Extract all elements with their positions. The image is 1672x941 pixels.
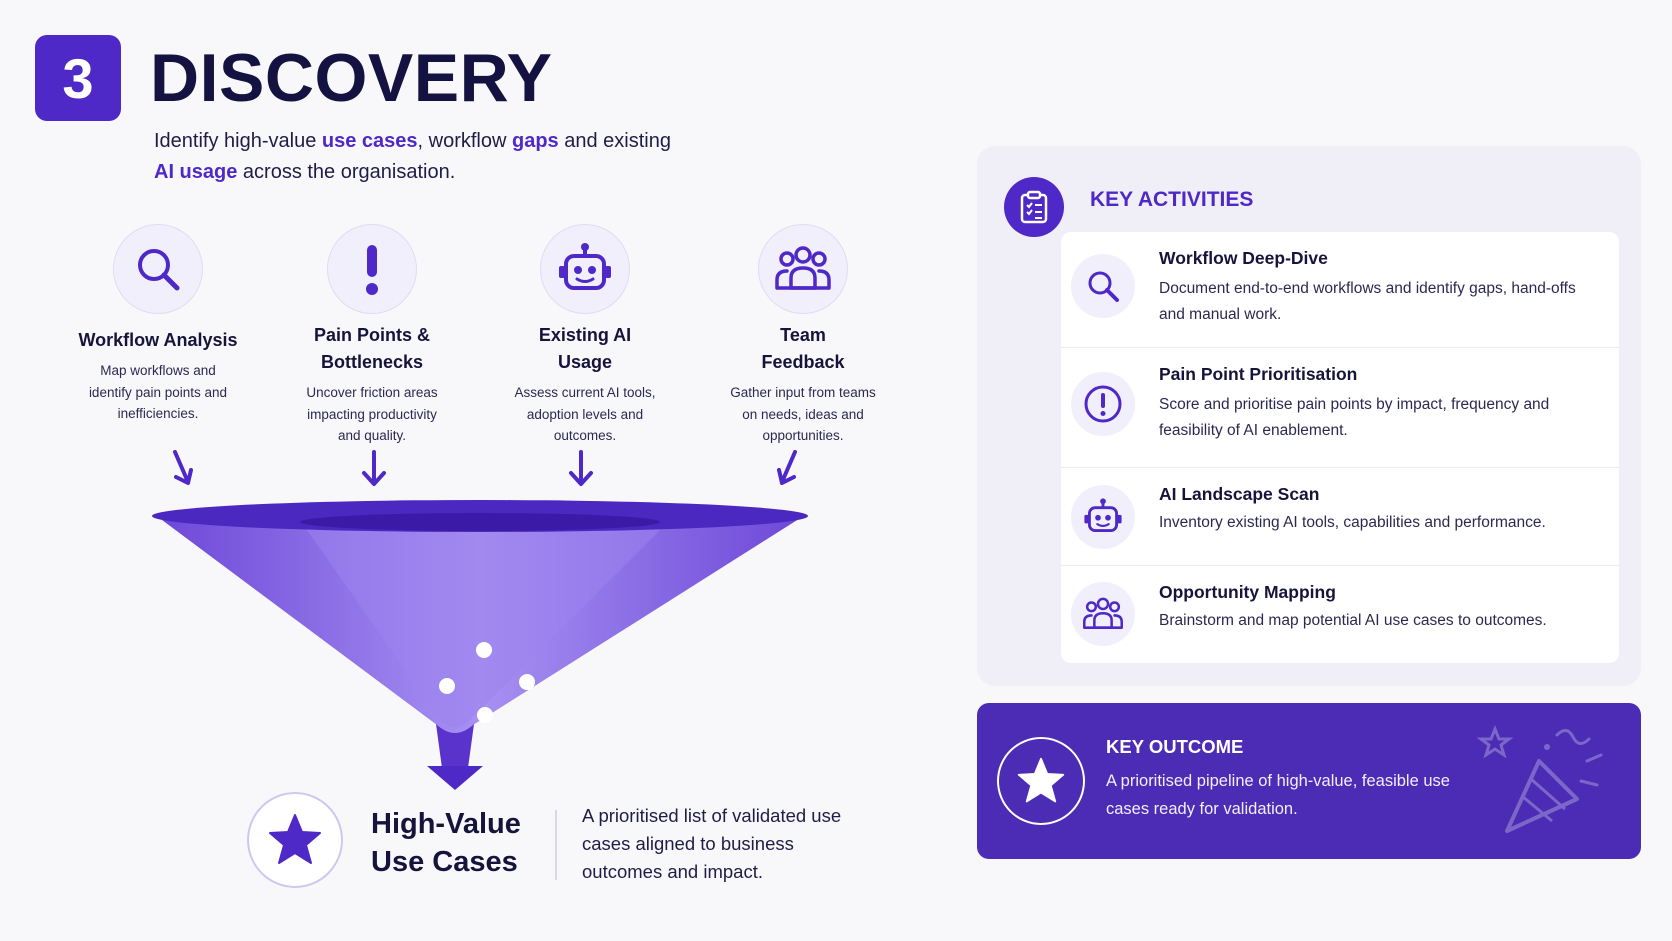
input-existing-ai-usage: Existing AI Usage Assess current AI tool… bbox=[490, 224, 680, 447]
activity-desc: Inventory existing AI tools, capabilitie… bbox=[1159, 514, 1546, 531]
robot-icon bbox=[1071, 485, 1135, 549]
input-desc: Gather input from teams on needs, ideas … bbox=[730, 385, 876, 443]
magnifier-icon bbox=[1071, 254, 1135, 318]
input-desc: Uncover friction areas impacting product… bbox=[306, 385, 438, 443]
team-icon bbox=[758, 224, 848, 314]
input-workflow-analysis: Workflow Analysis Map workflows and iden… bbox=[63, 224, 253, 425]
star-icon bbox=[997, 737, 1085, 825]
activity-item: Pain Point Prioritisation Score and prio… bbox=[1061, 348, 1619, 468]
activity-item: Workflow Deep-Dive Document end-to-end w… bbox=[1061, 232, 1619, 348]
input-pain-points: Pain Points & Bottlenecks Uncover fricti… bbox=[277, 224, 467, 447]
highlight-gaps: gaps bbox=[512, 130, 559, 152]
input-desc: Map workflows and identify pain points a… bbox=[88, 363, 228, 421]
input-title: Pain Points & Bottlenecks bbox=[313, 325, 430, 372]
step-number-badge: 3 bbox=[35, 35, 121, 121]
input-desc: Assess current AI tools, adoption levels… bbox=[514, 385, 656, 443]
exclamation-icon bbox=[327, 224, 417, 314]
activity-item: AI Landscape Scan Inventory existing AI … bbox=[1061, 468, 1619, 566]
key-outcome-heading: KEY OUTCOME bbox=[1106, 736, 1244, 757]
result-star-badge bbox=[247, 792, 343, 888]
activity-item: Opportunity Mapping Brainstorm and map p… bbox=[1061, 566, 1619, 663]
magnifier-icon bbox=[113, 224, 203, 314]
input-title: Existing AI Usage bbox=[538, 325, 632, 372]
team-icon bbox=[1071, 582, 1135, 646]
page-subtitle: Identify high-value use cases, workflow … bbox=[154, 130, 671, 183]
activity-title: AI Landscape Scan bbox=[1159, 484, 1320, 504]
highlight-ai-usage: AI usage bbox=[154, 161, 238, 183]
activity-desc: Brainstorm and map potential AI use case… bbox=[1159, 612, 1547, 629]
activity-desc: Score and prioritise pain points by impa… bbox=[1159, 396, 1550, 439]
page-title: DISCOVERY bbox=[150, 40, 553, 116]
input-team-feedback: Team Feedback Gather input from teams on… bbox=[708, 224, 898, 447]
activity-title: Pain Point Prioritisation bbox=[1159, 364, 1358, 384]
activity-desc: Document end-to-end workflows and identi… bbox=[1159, 280, 1576, 323]
key-outcome-desc: A prioritised pipeline of high-value, fe… bbox=[1106, 772, 1450, 818]
input-title: Team Feedback bbox=[761, 325, 845, 372]
arrow-down-icon bbox=[362, 450, 386, 486]
activity-title: Opportunity Mapping bbox=[1159, 582, 1336, 602]
highlight-use-cases: use cases bbox=[321, 130, 418, 152]
clipboard-icon bbox=[1004, 177, 1064, 237]
arrow-down-icon bbox=[569, 450, 593, 486]
funnel-graphic bbox=[152, 450, 808, 790]
key-outcome-card: KEY OUTCOME A prioritised pipeline of hi… bbox=[977, 703, 1641, 859]
arrow-down-icon bbox=[777, 450, 797, 485]
result-title: High-Value Use Cases bbox=[371, 808, 521, 878]
star-icon bbox=[269, 814, 321, 864]
exclamation-circle-icon bbox=[1071, 372, 1135, 436]
activity-title: Workflow Deep-Dive bbox=[1159, 248, 1328, 268]
result-divider bbox=[555, 810, 557, 880]
result-description: A prioritised list of validated use case… bbox=[582, 805, 842, 882]
input-title: Workflow Analysis bbox=[78, 330, 238, 350]
party-popper-icon bbox=[1477, 724, 1603, 833]
activities-list: Workflow Deep-Dive Document end-to-end w… bbox=[1061, 232, 1619, 663]
arrow-down-icon bbox=[173, 450, 193, 485]
robot-icon bbox=[540, 224, 630, 314]
key-activities-heading: KEY ACTIVITIES bbox=[1090, 188, 1254, 211]
